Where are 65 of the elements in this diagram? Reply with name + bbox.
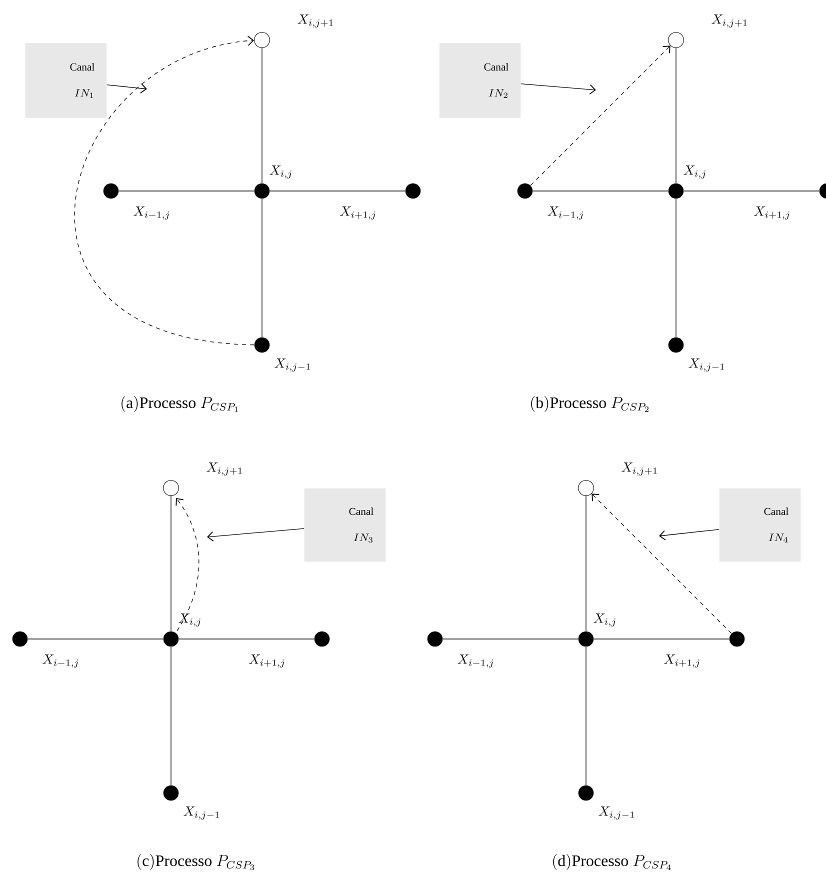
dot: [405, 183, 421, 199]
open-circle: [163, 480, 179, 496]
dot: [578, 631, 594, 647]
caption: $\mathrm{(c)Processo}\ P_{CSP_3}$: [138, 854, 254, 870]
point-label: $X_{i+1,j}$: [340, 206, 376, 220]
leader-arrow: [207, 528, 304, 542]
point-label: $X_{i,j-1}$: [688, 358, 724, 372]
caption: $\mathrm{(d)Processo}\ P_{CSP_4}$: [553, 854, 671, 870]
grid-line: [118, 190, 254, 192]
grid-line: [28, 638, 164, 640]
open-circle: [668, 32, 684, 48]
grid-line: [684, 190, 820, 192]
point-label: $X_{i+1,j}$: [754, 206, 790, 220]
leader-arrow: [520, 84, 596, 95]
dot: [254, 337, 270, 353]
point-label: $X_{i,j-1}$: [274, 358, 310, 372]
point-label: $X_{i+1,j}$: [248, 654, 284, 668]
dot: [12, 631, 28, 647]
point-label: $X_{i,j}$: [684, 166, 706, 179]
dot: [163, 785, 179, 801]
point-label: $X_{i,j+1}$: [298, 14, 333, 28]
grid-line: [442, 638, 578, 640]
point-label: $X_{i,j}$: [270, 166, 292, 179]
grid-line: [170, 646, 172, 786]
grid-line: [170, 496, 172, 632]
point-label: $X_{i-1,j}$: [548, 206, 583, 220]
dot: [314, 631, 330, 647]
dashed-arrow: [176, 498, 200, 632]
dot: [578, 785, 594, 801]
point-label: $X_{i-1,j}$: [458, 654, 493, 668]
point-label: $X_{i,j-1}$: [598, 806, 634, 820]
dot: [163, 631, 179, 647]
dot: [668, 183, 684, 199]
leader-arrow: [659, 529, 720, 540]
point-label: $X_{i-1,j}$: [42, 654, 78, 668]
point-label: $X_{i,j}$: [178, 614, 200, 627]
label-box: Canal $IN_3$: [304, 488, 386, 562]
open-circle: [578, 480, 594, 496]
dot: [517, 183, 533, 199]
dot: [254, 183, 270, 199]
caption: $\mathrm{(b)Processo}\ P_{CSP_2}$: [531, 396, 649, 412]
point-label: $X_{i+1,j}$: [664, 654, 700, 668]
label-box: Canal $IN_1$: [25, 43, 107, 118]
point-label: $X_{i-1,j}$: [134, 206, 169, 220]
grid-line: [594, 638, 730, 640]
point-label: $X_{i,j+1}$: [206, 462, 242, 476]
grid-line: [178, 638, 314, 640]
grid-line: [532, 190, 668, 192]
label-box: Canal $IN_2$: [439, 43, 521, 118]
leader-arrow: [106, 83, 147, 94]
point-label: $X_{i,j-1}$: [184, 806, 219, 820]
point-label: $X_{i,j+1}$: [622, 462, 657, 476]
dashed-arrow: [530, 46, 670, 186]
caption: $\mathrm{(a)Processo}\ P_{CSP_1}$: [122, 396, 238, 412]
dashed-arrow: [75, 36, 254, 346]
grid-line: [270, 190, 406, 192]
point-label: $X_{i,j+1}$: [712, 14, 747, 28]
dot: [668, 337, 684, 353]
dot: [729, 631, 745, 647]
dashed-arrow: [592, 494, 732, 634]
dot: [103, 183, 119, 199]
open-circle: [254, 32, 270, 48]
point-label: $X_{i,j}$: [594, 614, 616, 627]
label-box: Canal $IN_4$: [719, 488, 801, 562]
dot: [427, 631, 443, 647]
